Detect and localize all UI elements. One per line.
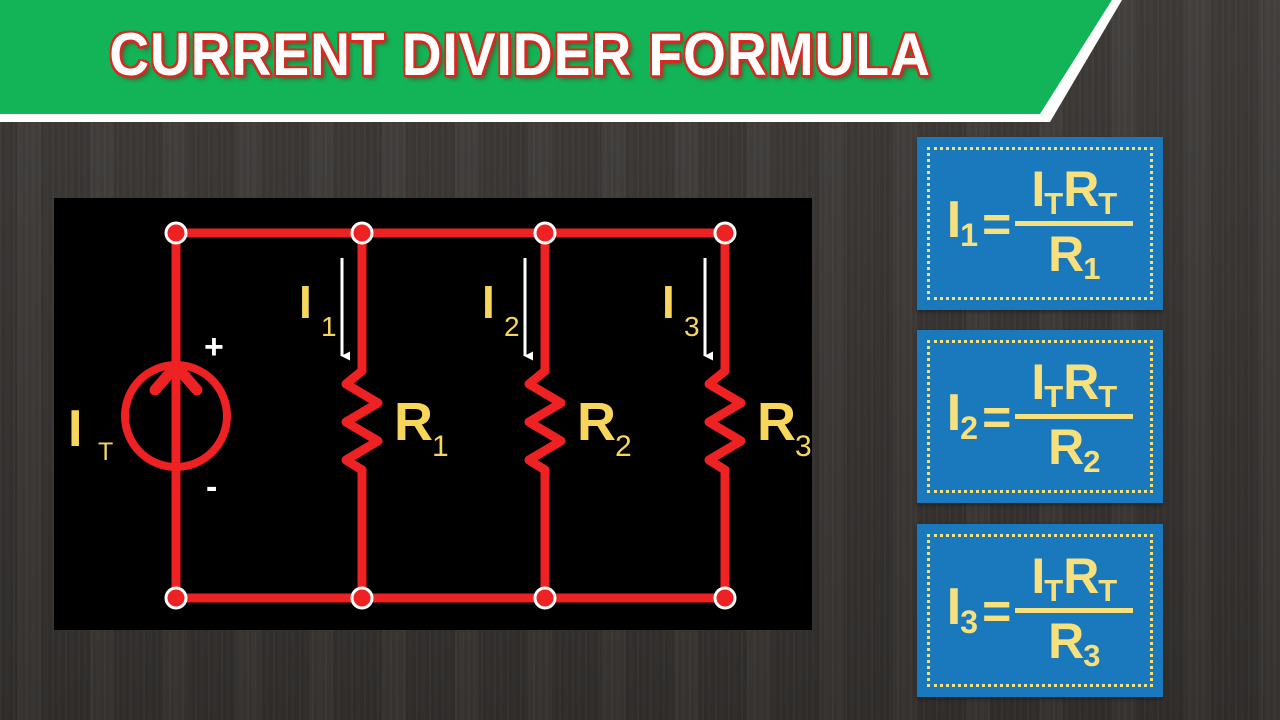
- svg-text:1: 1: [432, 430, 449, 463]
- circuit-diagram-panel: + - I T I 1 I 2 I 3: [54, 198, 812, 630]
- formula-equals: =: [982, 388, 1012, 445]
- formula-numerator: ITRT: [1031, 547, 1118, 608]
- formula-fraction: ITRT R1: [1015, 160, 1134, 286]
- source-polarity-minus: -: [206, 468, 217, 506]
- formula-card-dotted-border: [927, 340, 1153, 493]
- formula-fraction-bar: [1015, 220, 1134, 226]
- formula-lhs: I1: [946, 190, 979, 253]
- svg-text:I: I: [299, 276, 312, 328]
- formula-equals: =: [982, 582, 1012, 639]
- svg-text:+: +: [204, 328, 224, 366]
- svg-text:2: 2: [615, 430, 632, 463]
- svg-text:R: R: [577, 392, 616, 452]
- label-resistor-r3: R 3: [757, 392, 812, 463]
- svg-text:R: R: [394, 392, 433, 452]
- svg-text:I: I: [482, 276, 495, 328]
- source-polarity-plus: +: [204, 328, 224, 366]
- formula-card-i3: I3 = ITRT R3: [917, 524, 1163, 697]
- formula-lhs: I3: [946, 577, 979, 640]
- formula-numerator: ITRT: [1031, 160, 1118, 221]
- svg-text:2: 2: [504, 311, 520, 342]
- formula-denominator: R3: [1048, 612, 1101, 673]
- resistor-r3-symbol: [704, 366, 746, 475]
- formula-card-dotted-border: [927, 147, 1153, 300]
- formula-card-i2: I2 = ITRT R2: [917, 330, 1163, 503]
- page-title: CURRENT DIVIDER FORMULA: [109, 21, 931, 88]
- label-branch-current-i2: I 2: [482, 276, 520, 342]
- label-resistor-r1: R 1: [394, 392, 449, 463]
- formula-fraction: ITRT R3: [1015, 547, 1134, 673]
- svg-text:3: 3: [684, 311, 700, 342]
- header-banner: CURRENT DIVIDER FORMULA: [0, 0, 1160, 124]
- label-resistor-r2: R 2: [577, 392, 632, 463]
- formula-denominator: R1: [1048, 225, 1101, 286]
- formula-numerator: ITRT: [1031, 353, 1118, 414]
- resistor-r2-symbol: [524, 366, 566, 475]
- svg-text:I: I: [662, 276, 675, 328]
- label-it-main: I: [68, 400, 82, 458]
- formula-card-i1: I1 = ITRT R1: [917, 137, 1163, 310]
- label-source-current: I T: [68, 400, 113, 466]
- svg-text:1: 1: [321, 311, 337, 342]
- formula-fraction-bar: [1015, 607, 1134, 613]
- label-branch-current-i1: I 1: [299, 276, 337, 342]
- formula-fraction: ITRT R2: [1015, 353, 1134, 479]
- svg-text:-: -: [206, 468, 217, 506]
- circuit-wires: [171, 228, 730, 603]
- formula-card-dotted-border: [927, 534, 1153, 687]
- circuit-schematic: + - I T I 1 I 2 I 3: [68, 221, 812, 610]
- label-branch-current-i3: I 3: [662, 276, 700, 342]
- current-source-symbol: [121, 360, 231, 471]
- formula-lhs: I2: [946, 383, 979, 446]
- formula-denominator: R2: [1048, 418, 1101, 479]
- formula-equals: =: [982, 195, 1012, 252]
- svg-text:3: 3: [795, 430, 812, 463]
- resistor-r1-symbol: [341, 366, 383, 475]
- label-it-sub: T: [98, 438, 113, 466]
- formula-fraction-bar: [1015, 413, 1134, 419]
- circuit-node: [164, 221, 737, 610]
- svg-text:R: R: [757, 392, 796, 452]
- banner-green-fill: [0, 0, 1112, 114]
